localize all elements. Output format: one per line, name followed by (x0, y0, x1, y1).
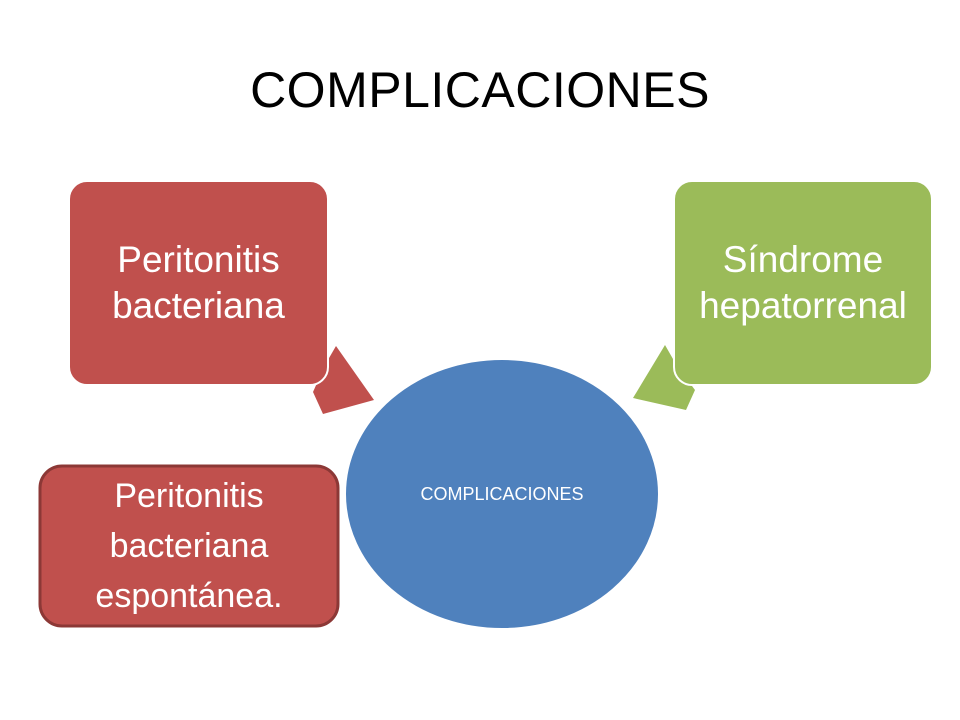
note-box (38, 464, 340, 628)
note-label-line-2: bacteriana (109, 527, 269, 565)
note-label-line-3: espontánea. (95, 577, 283, 615)
right-node-label-line-2: hepatorrenal (699, 285, 907, 326)
right-connector-arrow (633, 345, 695, 410)
left-node-box (68, 180, 329, 386)
center-node-ellipse (344, 358, 660, 630)
note-label-line-1: Peritonitis (114, 477, 264, 515)
center-node-label: COMPLICACIONES (420, 483, 584, 504)
left-node-label: Peritonitis bacteriana (69, 181, 328, 385)
left-node-label-line-2: bacteriana (112, 285, 285, 326)
right-node-label-line-1: Síndrome (722, 239, 884, 280)
right-node-label: Síndrome hepatorrenal (674, 181, 932, 385)
left-node-label-line-1: Peritonitis (117, 239, 280, 280)
note-label: Peritonitis bacteriana espontánea. (40, 466, 338, 626)
right-node-box (673, 180, 933, 386)
slide-title: COMPLICACIONES (250, 62, 710, 118)
